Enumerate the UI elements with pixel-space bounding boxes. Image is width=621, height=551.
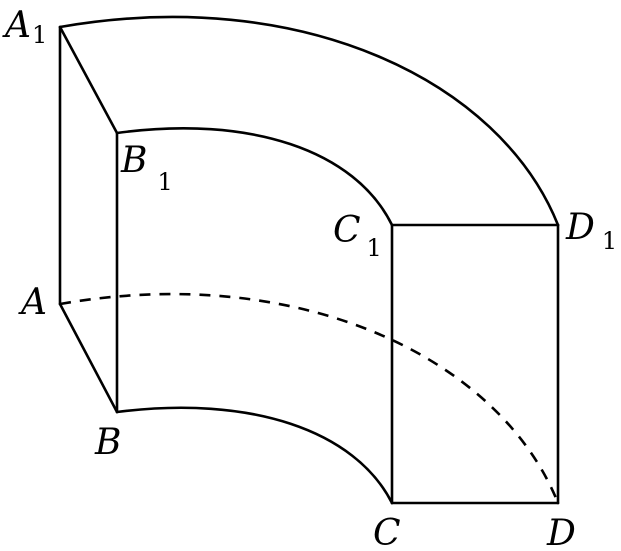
label-a1: A1 <box>2 5 47 49</box>
label-a: A <box>18 282 47 323</box>
hidden-arc-a-d <box>59 292 560 504</box>
edge-a-b <box>58 302 119 414</box>
arc-a1-d1 <box>58 15 560 227</box>
arc-b1-c1 <box>115 127 394 227</box>
edge-a1-b1 <box>58 25 119 135</box>
label-c: C <box>373 513 401 551</box>
label-d: D <box>546 513 576 551</box>
label-b: B <box>94 422 121 463</box>
arc-b-c <box>115 406 394 505</box>
label-b1: B1 <box>120 140 173 196</box>
